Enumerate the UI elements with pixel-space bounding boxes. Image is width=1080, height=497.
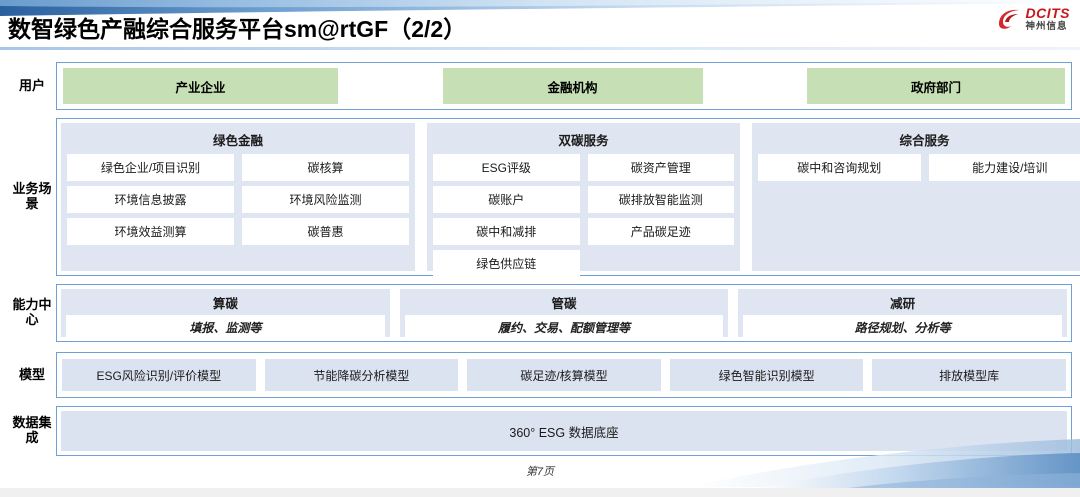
- capability-group-title: 算碳: [212, 297, 238, 311]
- business-cell[interactable]: 环境信息披露: [67, 186, 234, 213]
- row-business-scenario: 业务场景 绿色金融 绿色企业/项目识别 碳核算 环境信息披露 环境风险监测 环境…: [8, 118, 1080, 277]
- row-label-business-scenario: 业务场景: [12, 181, 52, 211]
- business-group-comprehensive: 综合服务 碳中和咨询规划 能力建设/培训: [752, 123, 1080, 271]
- row-capability-center: 能力中心 算碳 填报、监测等 管碳 履约、交易、配额管理等 减研 路径规划、分析…: [8, 284, 1072, 342]
- business-cell[interactable]: 碳账户: [433, 186, 580, 213]
- model-cell[interactable]: 排放模型库: [872, 359, 1066, 391]
- business-group-title: 双碳服务: [558, 134, 609, 148]
- page-number: 第7页: [525, 466, 555, 478]
- row-label-model: 模型: [18, 366, 45, 382]
- row-model: 模型 ESG风险识别/评价模型 节能降碳分析模型 碳足迹/核算模型 绿色智能识别…: [8, 352, 1072, 398]
- business-cell-list: 碳中和咨询规划 能力建设/培训: [758, 154, 1080, 181]
- capability-group-subtitle[interactable]: 履约、交易、配额管理等: [404, 315, 724, 339]
- row-box-user: 产业企业 金融机构 政府部门: [56, 62, 1072, 110]
- capability-group-title: 减研: [890, 297, 916, 311]
- capability-group-calculate-carbon: 算碳 填报、监测等: [61, 289, 390, 339]
- row-label-capability-center: 能力中心: [12, 297, 52, 327]
- capability-group-list: 算碳 填报、监测等 管碳 履约、交易、配额管理等 减研 路径规划、分析等: [61, 289, 1068, 339]
- data-cell-esg-foundation[interactable]: 360° ESG 数据底座: [61, 411, 1067, 451]
- model-cell-list: ESG风险识别/评价模型 节能降碳分析模型 碳足迹/核算模型 绿色智能识别模型 …: [61, 357, 1067, 393]
- logo-cn-label: 神州信息: [1025, 21, 1068, 32]
- capability-group-manage-carbon: 管碳 履约、交易、配额管理等: [399, 289, 729, 339]
- data-cell-list: 360° ESG 数据底座: [61, 411, 1067, 451]
- business-group-green-finance: 绿色金融 绿色企业/项目识别 碳核算 环境信息披露 环境风险监测 环境效益测算 …: [61, 123, 415, 271]
- capability-group-subtitle[interactable]: 填报、监测等: [66, 315, 385, 339]
- business-cell[interactable]: 碳核算: [242, 154, 409, 181]
- row-data-integration: 数据集成 360° ESG 数据底座: [8, 406, 1072, 456]
- model-cell[interactable]: 碳足迹/核算模型: [467, 359, 661, 391]
- row-label-data-integration: 数据集成: [12, 415, 52, 445]
- row-box-business-scenario: 绿色金融 绿色企业/项目识别 碳核算 环境信息披露 环境风险监测 环境效益测算 …: [56, 118, 1080, 277]
- model-cell[interactable]: ESG风险识别/评价模型: [62, 359, 256, 391]
- capability-group-subtitle[interactable]: 路径规划、分析等: [743, 315, 1063, 339]
- business-cell[interactable]: 环境风险监测: [242, 186, 409, 213]
- user-chip-industry[interactable]: 产业企业: [63, 68, 338, 104]
- logo-en-label: DCITS: [1025, 5, 1070, 21]
- row-user: 用户 产业企业 金融机构 政府部门: [8, 62, 1072, 110]
- model-cell[interactable]: 绿色智能识别模型: [669, 359, 864, 391]
- logo-text: DCITS 神州信息: [1026, 6, 1071, 32]
- brand-logo: DCITS 神州信息: [996, 6, 1071, 32]
- business-cell[interactable]: 产品碳足迹: [587, 218, 734, 245]
- row-box-model: ESG风险识别/评价模型 节能降碳分析模型 碳足迹/核算模型 绿色智能识别模型 …: [56, 352, 1072, 398]
- row-box-data-integration: 360° ESG 数据底座: [56, 406, 1072, 456]
- business-cell[interactable]: 碳排放智能监测: [587, 186, 734, 213]
- business-group-dual-carbon: 双碳服务 ESG评级 碳资产管理 碳账户 碳排放智能监测 碳中和减排 产品碳足迹…: [427, 123, 740, 277]
- business-group-title: 绿色金融: [212, 134, 263, 148]
- row-label-user: 用户: [18, 77, 45, 93]
- business-cell[interactable]: 碳普惠: [242, 218, 409, 245]
- model-cell[interactable]: 节能降碳分析模型: [264, 359, 459, 391]
- user-chip-list: 产业企业 金融机构 政府部门: [61, 67, 1067, 105]
- business-cell[interactable]: 绿色企业/项目识别: [67, 154, 234, 181]
- row-box-capability-center: 算碳 填报、监测等 管碳 履约、交易、配额管理等 减研 路径规划、分析等: [56, 284, 1072, 342]
- title-row: 数智绿色产融综合服务平台sm@rtGF（2/2）: [0, 8, 1080, 50]
- business-cell[interactable]: ESG评级: [433, 154, 580, 181]
- business-cell-list: ESG评级 碳资产管理 碳账户 碳排放智能监测 碳中和减排 产品碳足迹 绿色供应…: [433, 154, 734, 277]
- business-cell[interactable]: 环境效益测算: [67, 218, 234, 245]
- user-chip-government[interactable]: 政府部门: [807, 68, 1065, 104]
- user-chip-financial[interactable]: 金融机构: [442, 68, 703, 104]
- business-cell-list: 绿色企业/项目识别 碳核算 环境信息披露 环境风险监测 环境效益测算 碳普惠: [67, 154, 409, 245]
- business-cell[interactable]: 碳中和咨询规划: [758, 154, 921, 181]
- business-cell[interactable]: 能力建设/培训: [928, 154, 1080, 181]
- page-title: 数智绿色产融综合服务平台sm@rtGF（2/2）: [8, 16, 467, 42]
- business-cell[interactable]: 绿色供应链: [433, 250, 580, 277]
- title-divider: [0, 47, 1080, 50]
- business-cell[interactable]: 碳资产管理: [587, 154, 734, 181]
- business-group-list: 绿色金融 绿色企业/项目识别 碳核算 环境信息披露 环境风险监测 环境效益测算 …: [61, 123, 1080, 277]
- business-cell[interactable]: 碳中和减排: [433, 218, 580, 245]
- business-group-title: 综合服务: [899, 134, 950, 148]
- capability-group-title: 管碳: [551, 297, 577, 311]
- capability-group-reduce-research: 减研 路径规划、分析等: [738, 289, 1068, 339]
- bottom-bar: [0, 488, 1080, 497]
- dcits-swoosh-icon: [996, 8, 1022, 30]
